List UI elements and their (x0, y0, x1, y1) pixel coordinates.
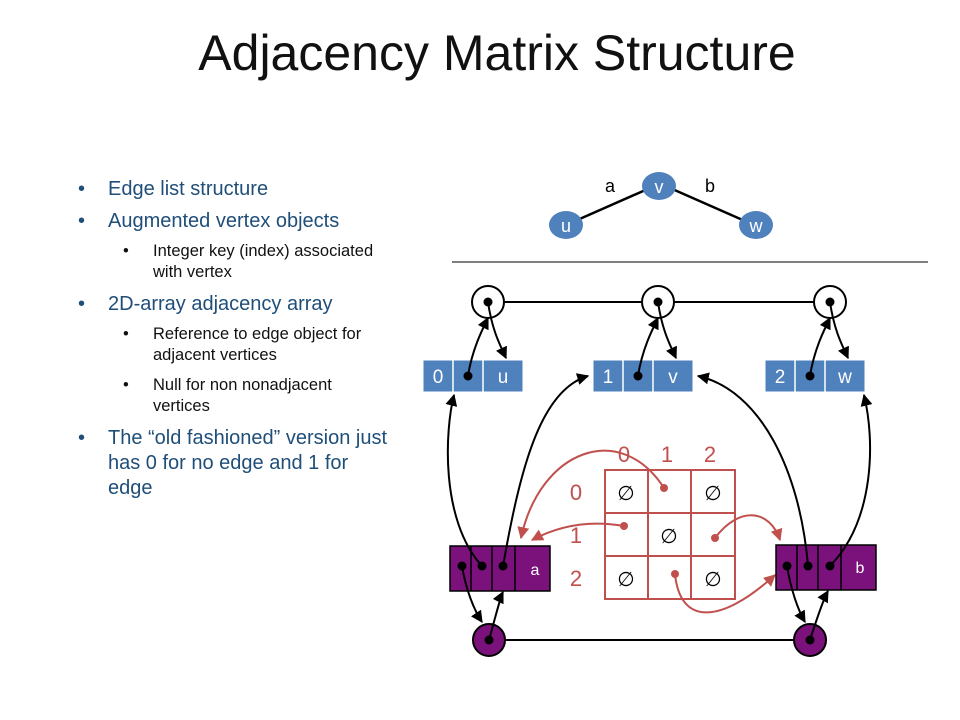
vertex-circle (642, 172, 676, 200)
vertex-label: u (498, 367, 509, 388)
vertex-circle (739, 211, 773, 239)
matrix-col-header: 2 (704, 442, 716, 467)
bullet-dot: • (123, 325, 129, 343)
graph-edge-label-a: a (605, 176, 616, 196)
bullet-text: Augmented vertex objects (108, 210, 340, 232)
graph-vertex-v: v (642, 172, 676, 200)
edge-vertex-arrow (829, 393, 873, 567)
vertex-index: 1 (603, 367, 614, 388)
bullet-item: • Edge list structure (78, 177, 388, 202)
matrix-row-header: 2 (570, 566, 582, 591)
bullet-text: Edge list structure (108, 178, 269, 200)
bullet-dot: • (123, 242, 129, 260)
matrix-ref-arrow (530, 522, 625, 541)
vertex-object-w: 2 w (764, 359, 866, 393)
edge-label: b (856, 560, 865, 577)
pointer-arrow (461, 565, 483, 623)
vertex-label: v (668, 367, 678, 388)
pointer-arrow (829, 301, 849, 360)
bullet-dot: • (78, 178, 86, 200)
sub-bullet-item: • Null for non nonadjacent vertices (78, 375, 388, 417)
null-symbol: ∅ (704, 569, 721, 591)
edge-vertex-arrow (445, 393, 483, 567)
null-symbol: ∅ (704, 483, 721, 505)
pointer-arrow (809, 589, 829, 641)
vertex-index: 2 (775, 367, 786, 388)
bullet-dot: • (78, 427, 86, 449)
edge-vertex-arrow (502, 373, 590, 567)
adjacency-matrix: 0 1 2 0 1 2 ∅ ∅ ∅ ∅ ∅ (570, 442, 736, 600)
matrix-row-header: 1 (570, 523, 582, 548)
vertex-label: w (749, 216, 764, 236)
matrix-border (604, 469, 736, 600)
small-graph: u v w a b (549, 172, 773, 239)
graph-vertex-w: w (739, 211, 773, 239)
bullet-text: The “old fashioned” version just has 0 f… (108, 427, 388, 499)
bullet-item: • 2D-array adjacency array (78, 292, 388, 317)
matrix-ref-arrow (674, 573, 776, 614)
bullet-dot: • (78, 210, 86, 232)
vertex-object-v: 1 v (592, 359, 694, 393)
edge-label: a (531, 562, 540, 579)
vertex-label: v (655, 177, 664, 197)
matrix-ref-arrow (517, 449, 665, 540)
matrix-row-header: 0 (570, 480, 582, 505)
pointer-arrow (786, 565, 806, 624)
matrix-ref-arrow (714, 514, 783, 542)
graph-edge-label-b: b (705, 176, 715, 196)
vertex-object-box (422, 359, 524, 393)
sub-bullet-text: Null for non nonadjacent vertices (153, 376, 332, 415)
bullet-dot: • (123, 376, 129, 394)
vertex-object-u: 0 u (422, 359, 524, 393)
pointer-arrow (487, 301, 507, 360)
sub-bullet-item: • Integer key (index) associated with ver… (78, 241, 388, 283)
vertex-label: u (561, 216, 571, 236)
bullet-item: • Augmented vertex objects (78, 209, 388, 234)
graph-edge-b (669, 186, 755, 227)
bullet-list: • Edge list structure • Augmented vertex o… (78, 177, 388, 508)
null-symbol: ∅ (660, 526, 677, 548)
sub-bullet-text: Integer key (index) associated with vert… (153, 242, 374, 281)
bullet-item: • The “old fashioned” version just has 0 … (78, 426, 388, 501)
pointer-arrow (467, 316, 489, 377)
pointer-arrow (809, 316, 831, 377)
bullet-dot: • (78, 293, 86, 315)
vertex-index: 0 (433, 367, 444, 388)
bullet-text: 2D-array adjacency array (108, 293, 333, 315)
sub-bullet-item: • Reference to edge object for adjacent v… (78, 324, 388, 366)
vertex-object-box (592, 359, 694, 393)
pointer-arrow (488, 590, 504, 641)
vertex-object-box (764, 359, 866, 393)
slide-title: Adjacency Matrix Structure (198, 25, 796, 81)
null-symbol: ∅ (617, 483, 634, 505)
null-symbol: ∅ (617, 569, 634, 591)
edge-vertex-arrow (696, 372, 809, 567)
sub-bullet-text: Reference to edge object for adjacent ve… (153, 325, 362, 364)
vertex-label: w (837, 367, 852, 388)
graph-vertex-u: u (549, 211, 583, 239)
matrix-col-header: 1 (661, 442, 673, 467)
pointer-arrow (637, 316, 659, 377)
vertex-circle (549, 211, 583, 239)
pointer-arrow (657, 301, 677, 360)
